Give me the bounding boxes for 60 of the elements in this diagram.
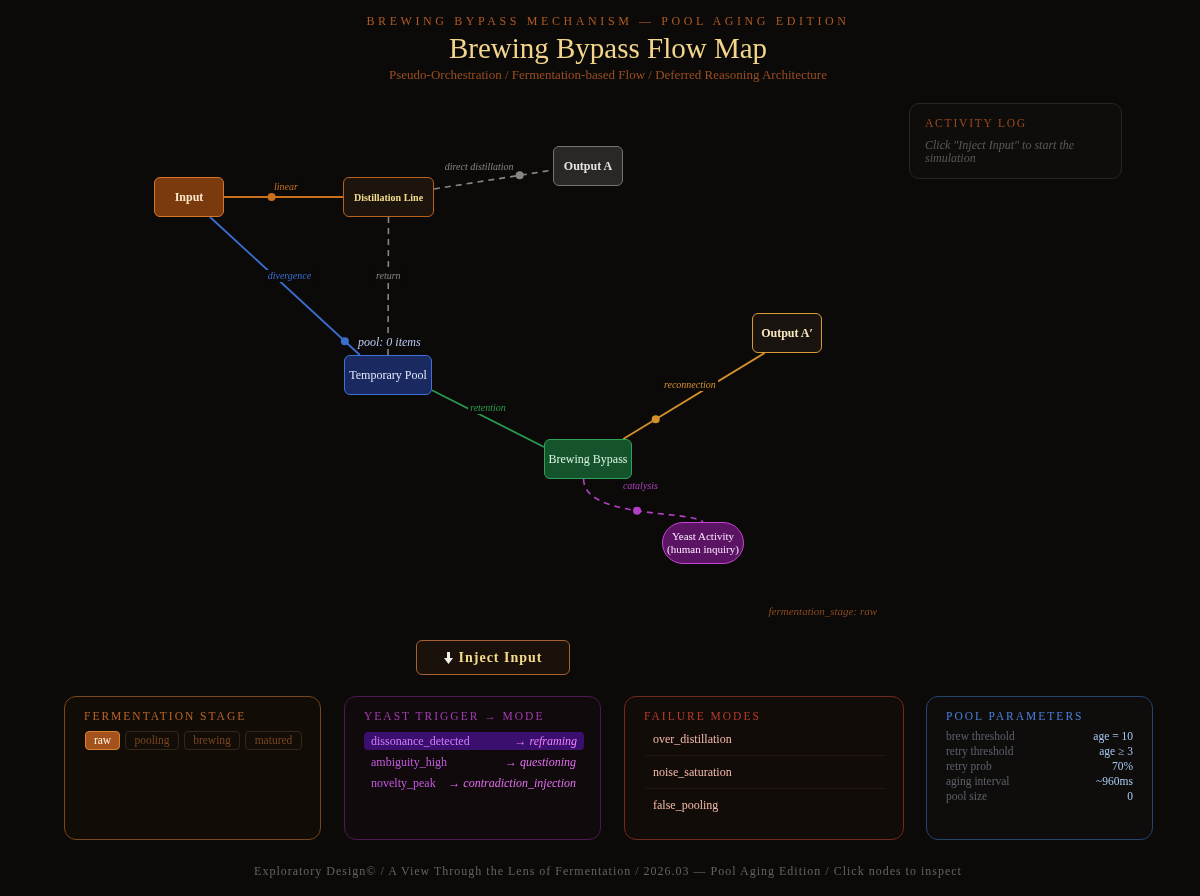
panel-heading: YEAST TRIGGER → MODE <box>364 709 545 723</box>
parameter-name: retry prob <box>946 759 992 773</box>
stage-tab: pooling <box>125 731 179 750</box>
inject-button: Inject Input <box>416 640 570 675</box>
connector-line <box>582 478 704 523</box>
parameter-value: age ≥ 3 <box>1099 744 1133 758</box>
subtitle: Pseudo-Orchestration / Fermentation-based Flow / Deferred Reasoning Architecture <box>389 67 827 83</box>
process-box: Brewing Bypass <box>544 439 632 479</box>
connector-line <box>209 216 361 356</box>
trigger-name: novelty_peak <box>371 775 436 791</box>
log-hint: Click "Inject Input" to start the simulation <box>925 139 1076 165</box>
edge-label: catalysis <box>620 480 660 493</box>
connector-line <box>622 352 766 440</box>
stage-tab: matured <box>245 731 302 750</box>
stage-panel <box>64 696 321 840</box>
process-box: Temporary Pool <box>344 355 432 395</box>
parameter-value: 70% <box>1111 759 1133 773</box>
panel-heading: FAILURE MODES <box>644 709 761 723</box>
parameter-name: pool size <box>946 789 988 803</box>
process-box: Distillation Line <box>343 177 434 217</box>
trigger-panel <box>344 696 601 840</box>
mode-name: → contradiction_injection <box>448 775 576 791</box>
process-box: Output A′ <box>752 313 822 353</box>
connector-line <box>223 196 344 198</box>
stage-status-text: fermentation_stage: raw <box>768 604 877 618</box>
stage-tab: raw <box>85 731 120 750</box>
parameter-name: aging interval <box>946 774 1010 788</box>
log-panel <box>909 103 1122 179</box>
parameter-value: age = 10 <box>1093 729 1133 743</box>
failure-mode-item: false_pooling <box>653 797 719 813</box>
trigger-name: ambiguity_high <box>371 754 447 770</box>
page-title: Brewing Bypass Flow Map <box>448 31 768 65</box>
process-box: Output A <box>553 146 623 186</box>
stage-tab: brewing <box>184 731 240 750</box>
edge-label: linear <box>271 181 300 193</box>
edge-label: direct distillation <box>442 160 516 173</box>
panel-heading: FERMENTATION STAGE <box>84 709 247 723</box>
process-box: Input <box>154 177 224 217</box>
footer-caption: Exploratory Design© / A View Through the Lens of Fermentation / 2026.03 — Pool Aging Edition / Click nodes to inspect <box>254 864 962 879</box>
section-kicker: BREWING BYPASS MECHANISM — POOL AGING EDITION <box>366 14 850 29</box>
trigger-name: dissonance_detected <box>371 733 470 749</box>
parameter-name: brew threshold <box>946 729 1015 743</box>
panel-heading: POOL PARAMETERS <box>946 709 1084 723</box>
connector-line <box>387 216 390 356</box>
parameter-name: retry threshold <box>946 744 1014 758</box>
edge-label: reconnection <box>661 379 718 391</box>
panel-heading: ACTIVITY LOG <box>925 116 1027 130</box>
parameter-value: ~960ms <box>1096 774 1133 788</box>
failure-mode-item: over_distillation <box>653 731 732 747</box>
failure-panel <box>624 696 904 840</box>
connector-line <box>431 389 545 448</box>
node-caption: pool: 0 items <box>357 335 422 349</box>
parameter-value: 0 <box>1127 789 1133 803</box>
mode-name: → questioning <box>505 754 576 770</box>
parameters-panel <box>926 696 1153 840</box>
failure-mode-item: noise_saturation <box>653 764 732 780</box>
edge-label: divergence <box>265 270 314 283</box>
mode-name: → reframing <box>514 733 577 749</box>
highlighted-row <box>364 732 584 750</box>
edge-label: retention <box>468 401 508 414</box>
